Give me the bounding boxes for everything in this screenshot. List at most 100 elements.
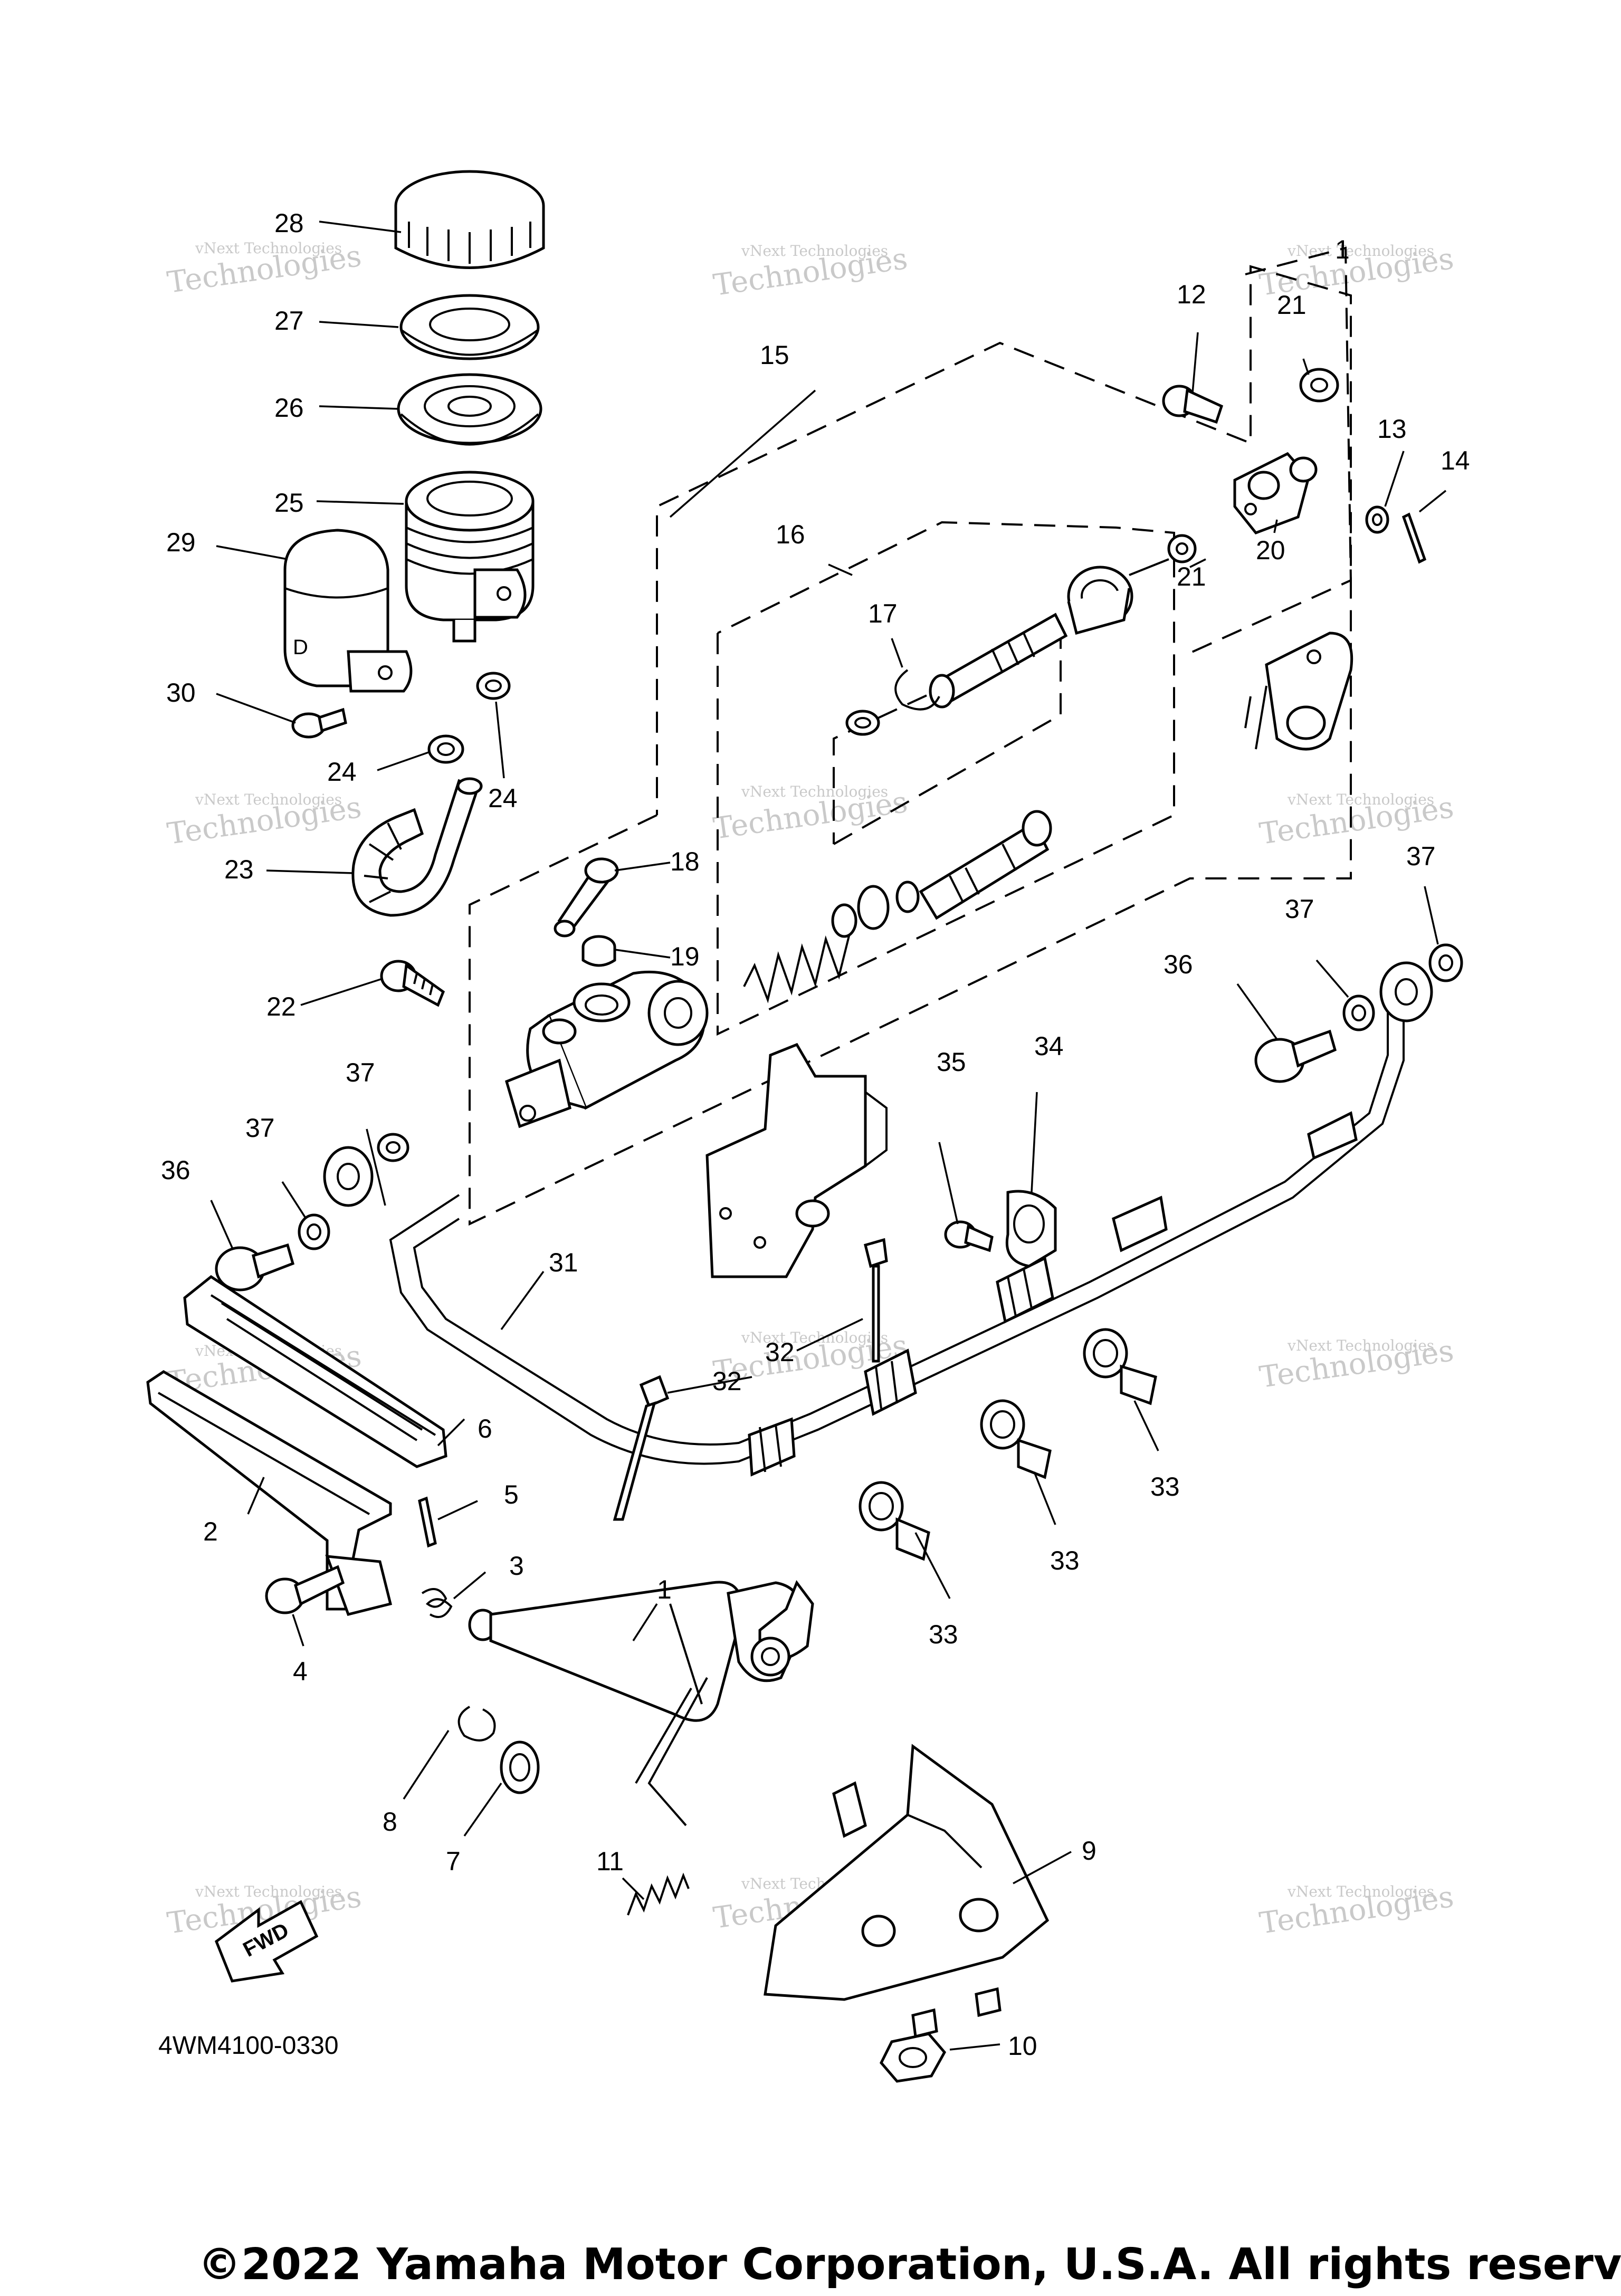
callout-5: 5 xyxy=(504,1480,519,1509)
hose-23 xyxy=(351,777,483,917)
washer-37-right-inner xyxy=(1342,994,1375,1031)
svg-text:vNext Technologies: vNext Technologies xyxy=(741,242,888,260)
cable-tie-32-lower xyxy=(613,1375,670,1521)
callout-9: 9 xyxy=(1082,1836,1096,1866)
clevis-20 xyxy=(1233,452,1318,534)
spring-11 xyxy=(627,1872,690,1916)
callout-24-right: 24 xyxy=(488,783,518,813)
hose-joint-18 xyxy=(554,857,619,937)
washer-37-left-outer xyxy=(298,1213,330,1250)
cable-tie-32-upper xyxy=(863,1238,888,1363)
spring xyxy=(743,881,920,1003)
svg-text:vNext Technologies: vNext Technologies xyxy=(741,783,888,800)
clamp-34 xyxy=(1005,1190,1057,1268)
boundary-master-cylinder-kit xyxy=(717,521,1175,1036)
washer-37-right-outer xyxy=(1428,943,1463,982)
watermark: vNext Technologies Technologies xyxy=(165,790,364,852)
pedal-shaft-1 xyxy=(468,1580,814,1826)
hose-clamps-24 xyxy=(427,672,511,764)
washer-37-left-inner xyxy=(377,1133,409,1162)
washer-21-top xyxy=(1299,368,1339,403)
callout-6: 6 xyxy=(478,1414,492,1443)
clevis-pin-12 xyxy=(1162,385,1224,424)
callout-33-b: 33 xyxy=(1050,1546,1080,1575)
callout-31: 31 xyxy=(549,1248,578,1277)
svg-text:D: D xyxy=(293,636,308,659)
callout-11: 11 xyxy=(596,1847,624,1876)
circlip-8 xyxy=(457,1706,496,1742)
bolt-35 xyxy=(944,1220,994,1252)
callout-16: 16 xyxy=(776,520,805,549)
banjo-bolt-36-left xyxy=(215,1243,295,1292)
svg-text:vNext Technologies: vNext Technologies xyxy=(195,791,342,808)
callout-18: 18 xyxy=(670,847,700,876)
cotter-pin-14 xyxy=(1401,512,1427,564)
watermark: vNext Technologies Technologies xyxy=(1257,1334,1456,1395)
watermark: vNext Technologies Technologies xyxy=(1257,1880,1456,1941)
banjo-bolt-36-right xyxy=(1254,1029,1337,1083)
reservoir-cover-29: D xyxy=(283,529,413,693)
master-cylinder-body xyxy=(504,970,709,1128)
callout-7: 7 xyxy=(446,1847,461,1876)
leader-lines xyxy=(210,221,1447,2051)
svg-text:vNext Technologies: vNext Technologies xyxy=(1287,1883,1434,1900)
boundary-clevis xyxy=(1187,246,1352,655)
callout-37-c: 37 xyxy=(1285,894,1314,924)
callout-37-b: 37 xyxy=(245,1113,275,1143)
boundary-master-cylinder-assy xyxy=(469,265,1352,1226)
o-ring-19 xyxy=(581,935,616,967)
callout-37-d: 37 xyxy=(1406,841,1436,871)
washer-13 xyxy=(1365,505,1389,534)
pin-4 xyxy=(265,1565,345,1614)
callout-17: 17 xyxy=(868,599,898,628)
boot xyxy=(1067,566,1133,635)
reservoir-25 xyxy=(405,471,535,643)
brake-hose-31 xyxy=(323,961,1433,1477)
bolt-22 xyxy=(380,960,445,1007)
frame-bracket xyxy=(705,1042,888,1278)
callout-21-mid: 21 xyxy=(1177,562,1206,591)
callout-3: 3 xyxy=(509,1551,524,1581)
callout-29: 29 xyxy=(166,528,196,557)
copyright-notice: ©2022 Yamaha Motor Corporation, U.S.A. A… xyxy=(198,2240,1621,2290)
svg-text:vNext Technologies: vNext Technologies xyxy=(195,1883,342,1900)
diaphragm-26 xyxy=(397,373,542,446)
watermark: vNext Technologies Technologies xyxy=(165,239,364,300)
callouts: 28 27 26 25 29 30 24 24 23 18 19 22 37 3… xyxy=(161,208,1470,2061)
svg-text:vNext Technologies: vNext Technologies xyxy=(1287,791,1434,808)
callout-32-upper: 32 xyxy=(765,1337,795,1367)
callout-26: 26 xyxy=(274,393,304,423)
pedal-arm xyxy=(1244,632,1353,751)
callout-15: 15 xyxy=(760,340,789,370)
callout-1: 1 xyxy=(657,1575,672,1604)
pedal-2 xyxy=(146,1370,393,1616)
washer-7 xyxy=(500,1740,540,1794)
svg-text:vNext Technologies: vNext Technologies xyxy=(1287,1337,1434,1354)
pedal-pad-6 xyxy=(183,1275,447,1468)
callout-13: 13 xyxy=(1377,414,1407,444)
callout-35: 35 xyxy=(937,1047,966,1077)
clamp-33-b xyxy=(980,1399,1052,1479)
callout-1-top: 1 xyxy=(1335,235,1350,264)
piston-upper xyxy=(845,613,1068,736)
svg-text:vNext Technologies: vNext Technologies xyxy=(195,240,342,257)
callout-34: 34 xyxy=(1034,1031,1064,1061)
callout-37-a: 37 xyxy=(346,1058,375,1087)
reservoir-cap-28 xyxy=(394,170,545,269)
callout-4: 4 xyxy=(293,1657,308,1686)
clamp-33-c xyxy=(1083,1328,1157,1405)
piston-lower xyxy=(919,810,1052,920)
callout-24-left: 24 xyxy=(327,757,357,787)
callout-21-top: 21 xyxy=(1277,290,1307,320)
callout-36-left: 36 xyxy=(161,1155,190,1185)
clamp-33-a xyxy=(859,1481,930,1561)
callout-10: 10 xyxy=(1008,2031,1037,2061)
push-rod xyxy=(1129,534,1197,576)
callout-28: 28 xyxy=(274,208,304,238)
screw-30 xyxy=(291,707,347,739)
callout-36-right: 36 xyxy=(1164,950,1193,979)
callout-25: 25 xyxy=(274,488,304,518)
svg-text:vNext Technologies: vNext Technologies xyxy=(741,1329,888,1346)
diaphragm-plate-27 xyxy=(399,294,540,360)
